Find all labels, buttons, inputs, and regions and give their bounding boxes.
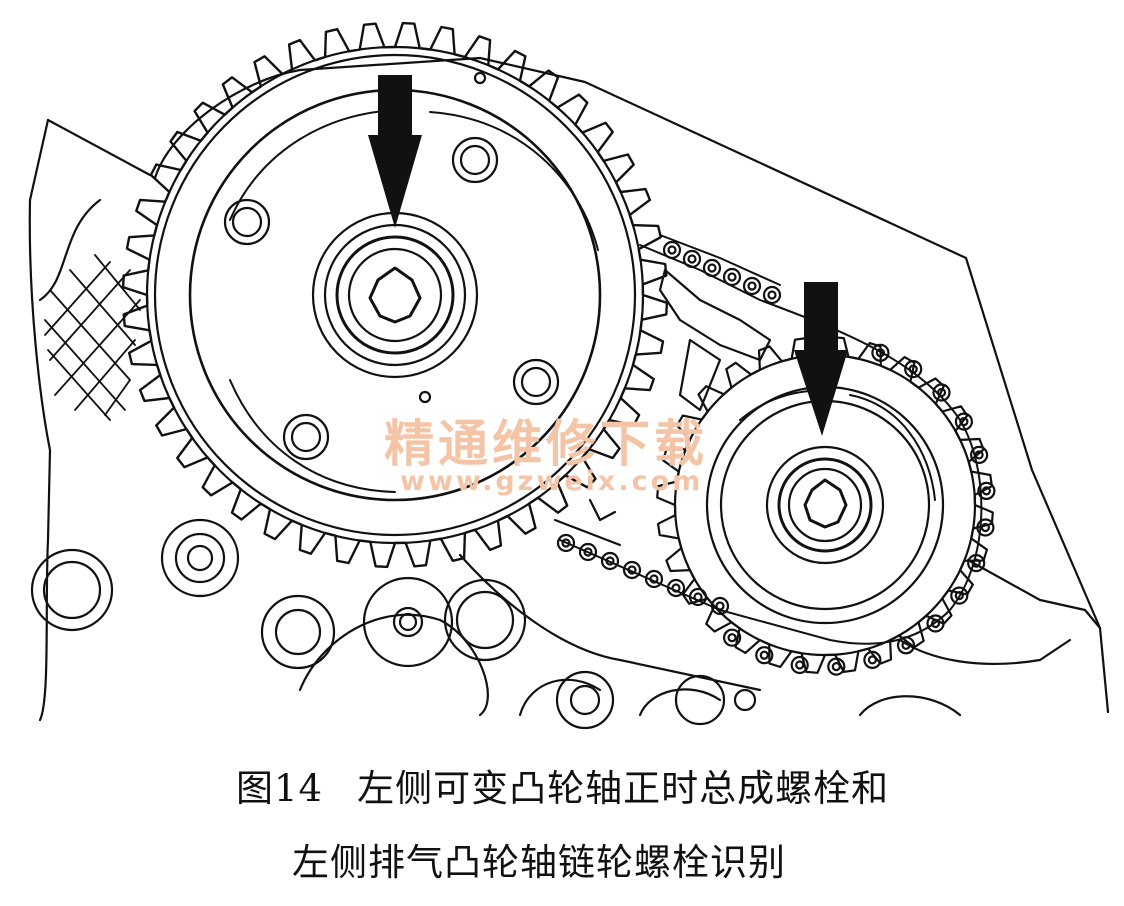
chain-link-pin (627, 565, 637, 575)
chain-link-pin (767, 290, 777, 300)
chain-link-pin (649, 574, 659, 584)
chain-link-pin (727, 633, 737, 643)
chain-link (967, 553, 986, 573)
chain-link-pin (707, 263, 717, 273)
housing-crosshatch (44, 254, 141, 421)
watermark-url: www.gzweix.com (400, 466, 704, 497)
chain-link (682, 249, 702, 269)
chain-link-pin (971, 558, 981, 568)
figure-caption-line-2: 左侧排气凸轮轴链轮螺栓识别 (292, 841, 786, 884)
chain-link-pin (671, 583, 681, 593)
chain-tensioner (553, 268, 772, 547)
figure-caption-line-1: 图14 左侧可变凸轮轴正时总成螺栓和 (236, 758, 889, 812)
chain-link-pin (747, 281, 757, 291)
chain-link-pin (974, 450, 984, 460)
chain-link-pin (795, 660, 805, 670)
chain-link-pin (667, 245, 677, 255)
chain-link (742, 276, 762, 296)
chain-link (688, 587, 708, 607)
chain-link (871, 343, 890, 362)
chain-link (904, 360, 923, 379)
chain-link (762, 285, 782, 305)
engine-housing (28, 56, 1110, 722)
chain-link (710, 596, 730, 616)
timing-chain (556, 234, 996, 676)
chain-link-pin (605, 556, 615, 566)
chain-link (790, 655, 809, 675)
chain-link (722, 628, 742, 647)
chain-link-pin (954, 590, 964, 601)
chain-link-pin (908, 364, 918, 374)
chain-link (722, 267, 742, 287)
chain-link (969, 445, 989, 464)
watermark-text: 精通维修下载 (384, 414, 708, 473)
arrow-vct-bolt (368, 75, 422, 228)
chain-link (644, 569, 664, 589)
chain-link (954, 412, 974, 431)
chain-link (977, 481, 996, 500)
chain-link (950, 586, 969, 605)
chain-link-pin (930, 618, 941, 629)
chain-link (896, 636, 916, 655)
chain-link-pin (867, 655, 878, 665)
chain-link (827, 657, 846, 676)
chain-link (600, 551, 620, 571)
lower-block-features (30, 518, 757, 730)
chain-link (666, 578, 686, 598)
chain-link-pin (693, 592, 703, 602)
chain-link (755, 646, 774, 665)
chain-link-pin (875, 348, 886, 358)
chain-link-pin (980, 522, 991, 533)
chain-link-pin (981, 486, 992, 496)
chain-link (622, 560, 642, 580)
chain-link (863, 650, 882, 670)
figure-number: 图14 (236, 767, 324, 810)
arrow-exhaust-bolt (794, 282, 848, 436)
chain-link (976, 518, 995, 537)
caption-text-1: 左侧可变凸轮轴正时总成螺栓和 (357, 767, 890, 810)
chain-link (702, 258, 722, 278)
chain-link-pin (727, 272, 737, 282)
chain-link-pin (687, 254, 697, 264)
chain-link-pin (759, 650, 769, 660)
chain-link-pin (936, 387, 947, 398)
chain-link (556, 533, 576, 553)
chain-link-pin (583, 547, 593, 557)
chain-link (662, 240, 682, 260)
arrows (368, 75, 848, 436)
left-intake-vct-sprocket (121, 21, 669, 569)
chain-link-pin (959, 417, 969, 427)
chain-link-pin (715, 601, 725, 611)
chain-link (926, 614, 945, 633)
chain-link (578, 542, 598, 562)
chain-link (932, 383, 951, 402)
chain-link-pin (561, 538, 571, 548)
chain-link-pin (831, 661, 841, 672)
chain-link-pin (901, 640, 911, 650)
